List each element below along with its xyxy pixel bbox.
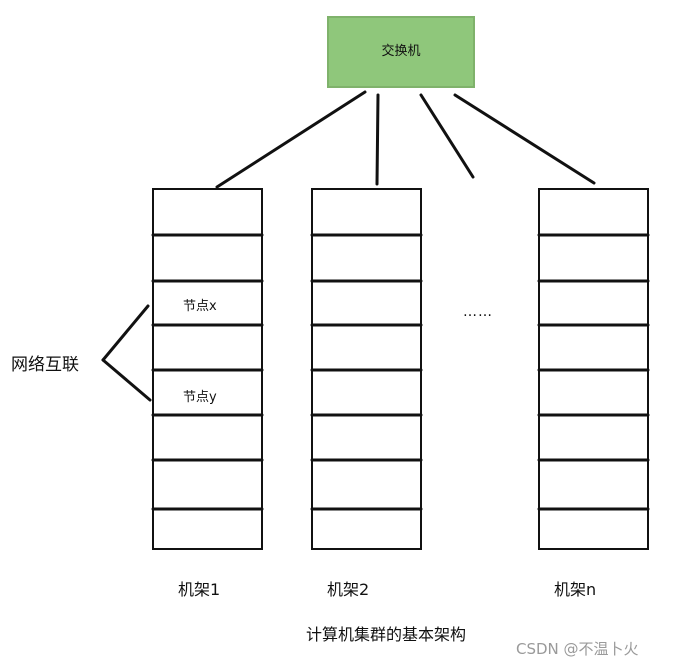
watermark-text: CSDN @不温卜火 [516,640,639,658]
node-y-label: 节点y [183,390,217,405]
interconnect-label: 网络互联 [11,355,79,375]
rack-1 [151,188,264,550]
uplinks [215,90,596,189]
uplink-rack-n [453,93,596,185]
bracket-upper-arm [101,304,150,362]
uplink-rack-2 [375,93,380,186]
bracket-lower-arm [101,358,152,402]
rack-1-dividers [151,233,264,511]
interconnect-bracket [101,304,152,402]
uplink-ellipsis [419,93,475,179]
rack-1-label: 机架1 [178,580,221,599]
switch-box [327,16,475,88]
rack-2-label: 机架2 [327,580,370,599]
diagram-caption: 计算机集群的基本架构 [306,625,467,644]
rack-n-label: 机架n [554,580,597,599]
ellipsis-text: …… [463,304,493,320]
uplink-rack-1 [215,90,367,189]
rack-2 [310,188,423,550]
switch-label: 交换机 [381,44,421,59]
rack-2-dividers [310,233,423,511]
node-x-label: 节点x [183,299,217,314]
rack-n-dividers [537,233,650,511]
rack-n [537,188,650,550]
